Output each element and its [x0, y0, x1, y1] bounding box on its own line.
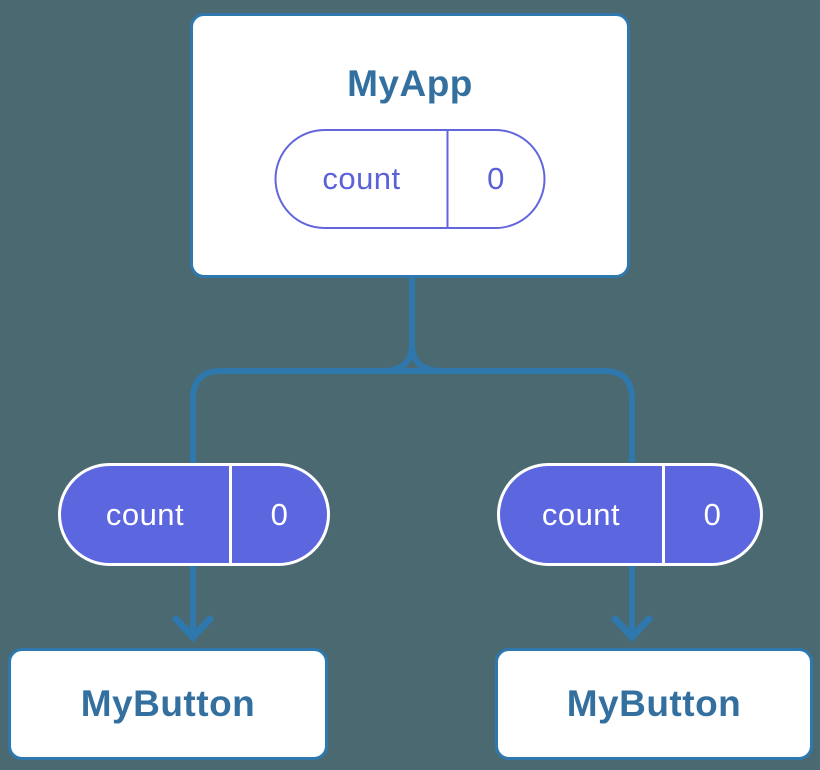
state-pill-value: 0 — [446, 131, 544, 227]
root-component-label: MyApp — [347, 63, 473, 104]
arrow-down-icon — [611, 615, 653, 643]
prop-pill-right: count 0 — [497, 463, 763, 566]
prop-pill-value: 0 — [662, 466, 760, 563]
prop-pill-key: count — [541, 496, 621, 532]
root-component-card: MyApp count 0 — [190, 13, 630, 278]
child-component-label: MyButton — [80, 683, 256, 724]
arrow-down-icon — [172, 615, 214, 643]
child-component-label: MyButton — [566, 683, 742, 724]
root-stem-line — [383, 276, 441, 374]
prop-pill-left: count 0 — [58, 463, 330, 566]
state-pill-key: count — [322, 161, 401, 196]
child-component-card-right: MyButton — [495, 648, 813, 760]
root-state-pill: count 0 — [274, 129, 546, 229]
child-component-card-left: MyButton — [8, 648, 328, 760]
prop-pill-value: 0 — [229, 466, 327, 563]
prop-pill-key: count — [105, 496, 185, 532]
